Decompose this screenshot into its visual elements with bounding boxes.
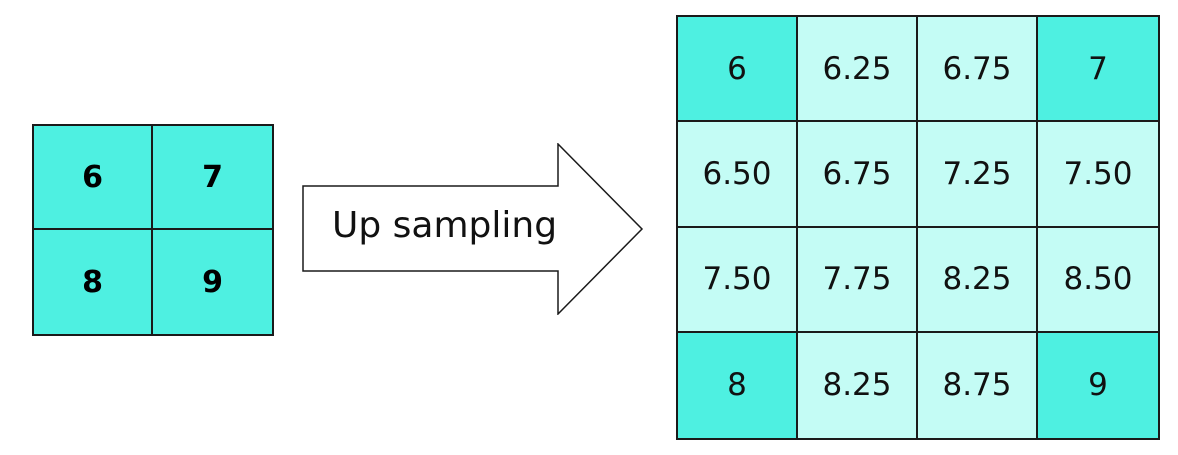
output-cell: 6 (678, 17, 798, 123)
output-cell: 6.75 (918, 17, 1038, 123)
input-grid: 6 7 8 9 (32, 124, 274, 336)
output-cell: 7.50 (1038, 122, 1158, 228)
output-cell: 6.75 (798, 122, 918, 228)
output-cell: 6.50 (678, 122, 798, 228)
output-cell: 7.25 (918, 122, 1038, 228)
arrow-label: Up sampling (332, 205, 558, 246)
input-cell: 9 (153, 230, 272, 334)
output-cell: 8.25 (798, 332, 918, 438)
input-cell: 6 (34, 126, 153, 230)
input-cell: 8 (34, 230, 153, 334)
output-grid: 6 6.25 6.75 7 6.50 6.75 7.25 7.50 7.50 7… (676, 15, 1160, 440)
output-cell: 8.50 (1038, 227, 1158, 333)
right-arrow-icon (302, 143, 644, 315)
output-cell: 7.75 (798, 227, 918, 333)
output-cell: 7.50 (678, 227, 798, 333)
output-cell: 9 (1038, 332, 1158, 438)
output-cell: 7 (1038, 17, 1158, 123)
input-cell: 7 (153, 126, 272, 230)
output-cell: 8 (678, 332, 798, 438)
output-cell: 8.25 (918, 227, 1038, 333)
output-cell: 8.75 (918, 332, 1038, 438)
output-cell: 6.25 (798, 17, 918, 123)
